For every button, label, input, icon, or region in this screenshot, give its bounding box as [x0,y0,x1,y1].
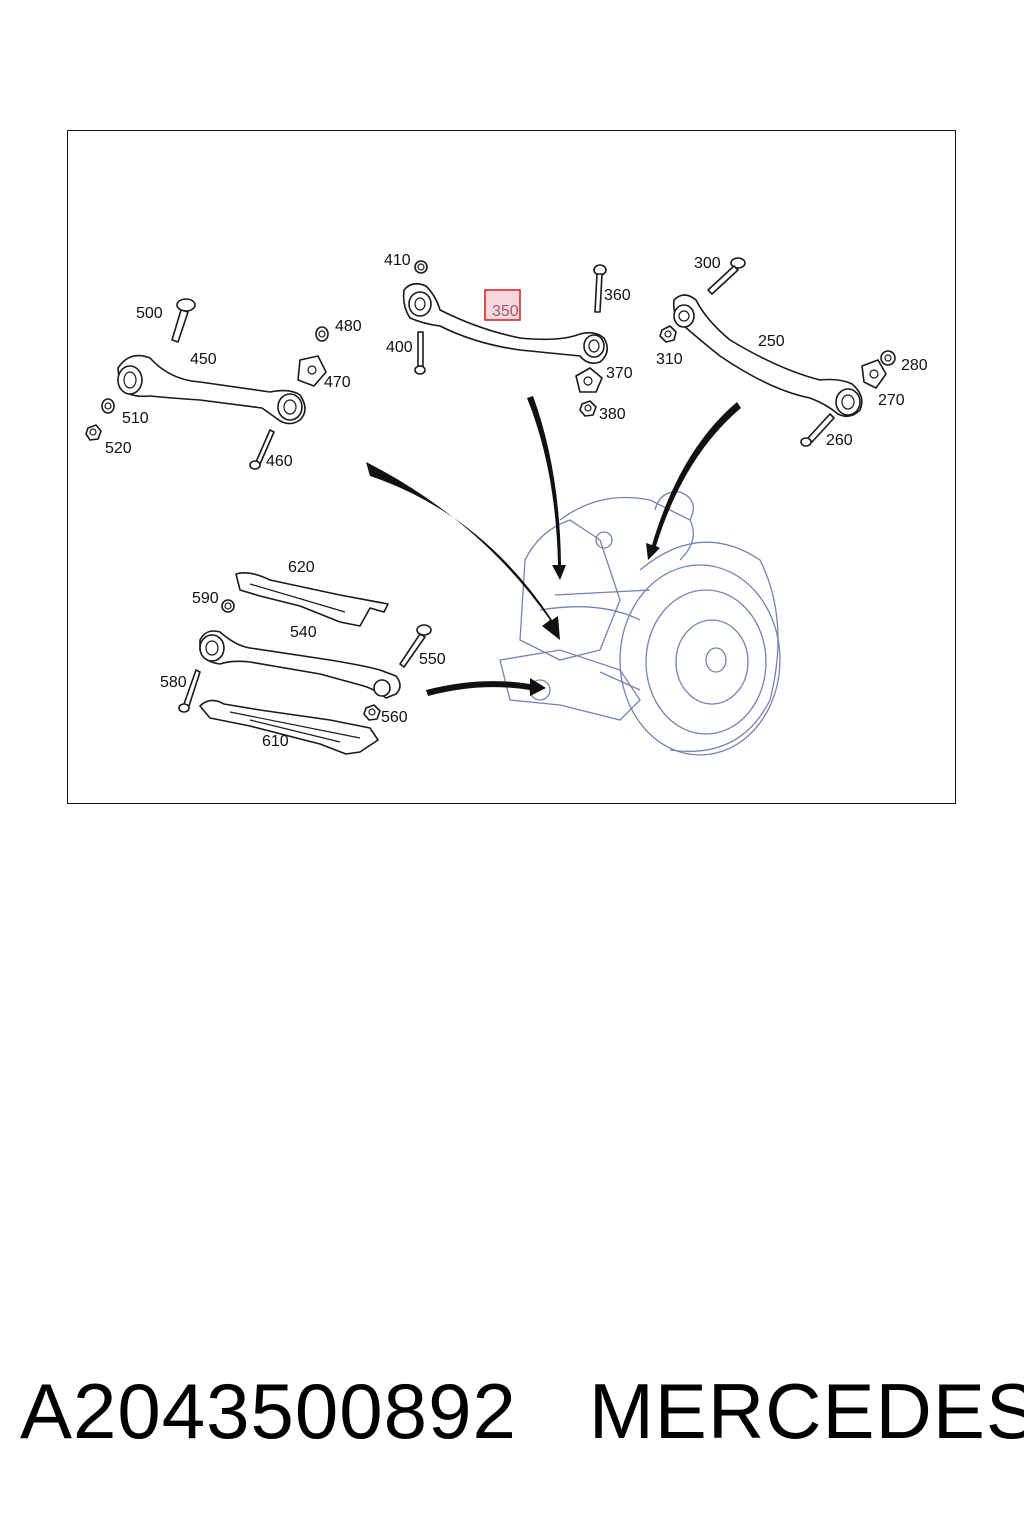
washer-510 [101,398,115,414]
control-arm-250[interactable] [672,294,863,418]
caption: A2043500892 MERCEDES [20,1367,1024,1455]
bolt-580 [178,669,201,713]
bolt-400 [414,331,426,375]
diagram-frame [67,130,956,804]
washer-280 [880,350,896,366]
washer-270 [861,359,887,389]
control-arm-350[interactable] [402,282,608,364]
washer-410 [414,260,428,274]
label-460[interactable]: 460 [266,453,293,470]
label-500[interactable]: 500 [136,305,163,322]
cover-620 [235,572,389,627]
label-620[interactable]: 620 [288,559,315,576]
label-250[interactable]: 250 [758,333,785,350]
bolt-460 [249,429,275,470]
part-350-highlight [484,289,521,321]
control-arm-540[interactable] [199,630,401,699]
bolt-260 [800,413,835,447]
label-580[interactable]: 580 [160,674,187,691]
nut-380 [579,400,597,417]
label-450[interactable]: 450 [190,351,217,368]
label-470[interactable]: 470 [324,374,351,391]
nut-310 [659,325,677,343]
bolt-300 [707,257,746,295]
label-550[interactable]: 550 [419,651,446,668]
part-labels: 410 350 360 400 370 380 300 250 310 280 … [105,252,928,750]
washer-470 [297,355,327,387]
bolt-550 [399,624,432,668]
washer-480 [315,326,329,342]
label-560[interactable]: 560 [381,709,408,726]
bolt-360 [593,264,607,313]
brand-name: MERCEDES [588,1367,1024,1455]
label-610[interactable]: 610 [262,733,289,750]
label-510[interactable]: 510 [122,410,149,427]
control-arm-450[interactable] [117,354,306,425]
label-360[interactable]: 360 [604,287,631,304]
label-280[interactable]: 280 [901,357,928,374]
label-380[interactable]: 380 [599,406,626,423]
label-370[interactable]: 370 [606,365,633,382]
label-400[interactable]: 400 [386,339,413,356]
label-270[interactable]: 270 [878,392,905,409]
label-310[interactable]: 310 [656,351,683,368]
washer-370 [575,367,603,393]
label-540[interactable]: 540 [290,624,317,641]
wheel-hub-assembly [499,491,781,756]
nut-520 [85,424,102,441]
label-480[interactable]: 480 [335,318,362,335]
label-590[interactable]: 590 [192,590,219,607]
washer-590 [221,599,235,613]
bolt-500 [171,298,196,343]
label-520[interactable]: 520 [105,440,132,457]
label-410[interactable]: 410 [384,252,411,269]
label-260[interactable]: 260 [826,432,853,449]
label-350[interactable]: 350 [492,303,519,320]
cover-610 [199,699,379,755]
part-number: A2043500892 [20,1367,517,1455]
pointer-arrows [366,396,741,696]
nut-560 [363,704,381,721]
label-300[interactable]: 300 [694,255,721,272]
